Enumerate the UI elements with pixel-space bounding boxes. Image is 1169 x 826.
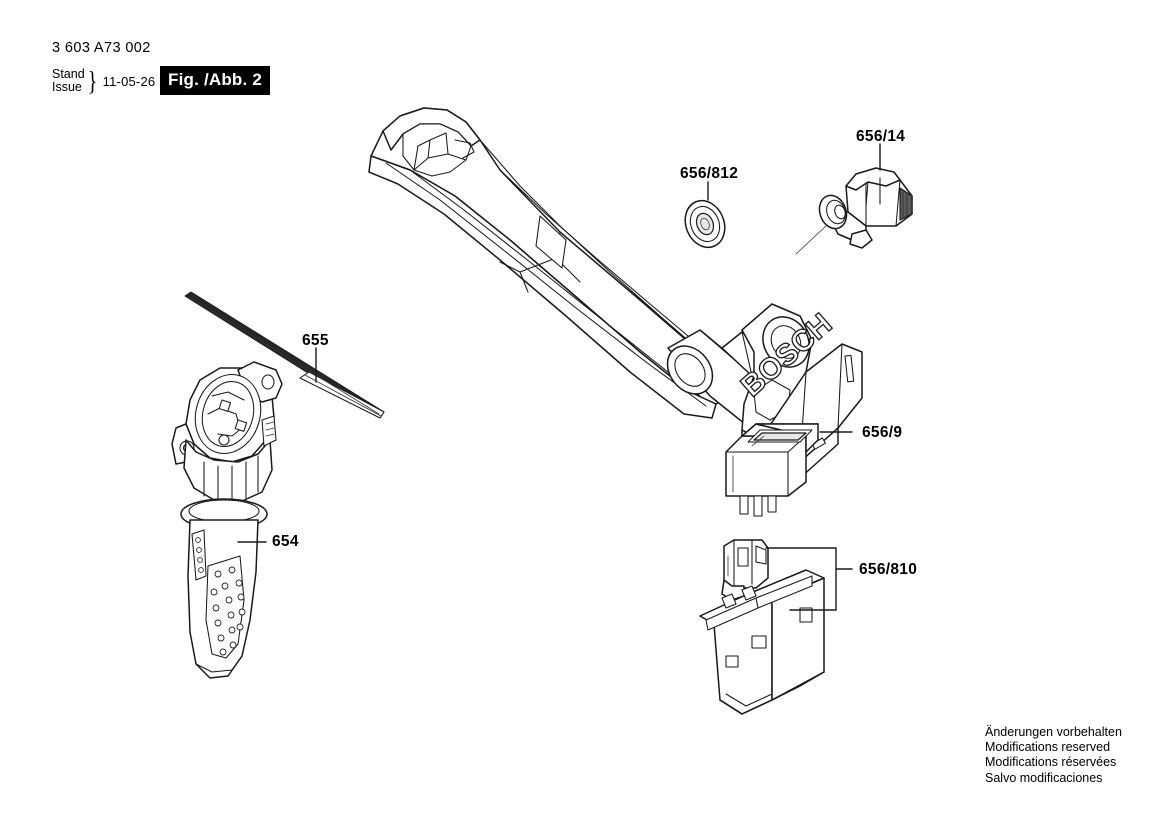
- dust-box-656-810: [699, 569, 825, 715]
- seal-washer-656-812: [684, 199, 726, 249]
- revision-label-stand: Stand: [52, 66, 85, 81]
- main-housing-shell: BOSCH: [368, 107, 863, 491]
- figure-badge: Fig. /Abb. 2: [160, 66, 271, 95]
- document-number: 3 603 A73 002: [52, 40, 151, 56]
- document-header: 3 603 A73 002 Stand Issue } 11-05-26 Fig…: [52, 40, 352, 110]
- assembly-line-clamp: [795, 225, 827, 255]
- footer-line-de: Änderungen vorbehalten: [985, 725, 1122, 739]
- depth-stop-rod-655: [184, 291, 385, 419]
- footer-line-en: Modifications reserved: [985, 740, 1111, 755]
- switch-module-656-9: [725, 423, 819, 517]
- footer-line-fr: Modifications réservées: [985, 755, 1117, 770]
- revision-date: 11-05-26: [102, 73, 156, 89]
- revision-label-issue: Issue: [52, 80, 82, 94]
- revision-row: Stand Issue } 11-05-26: [52, 66, 155, 96]
- grip-dimples: [210, 566, 246, 656]
- footer-line-es: Salvo modificaciones: [985, 770, 1103, 785]
- callout-656-812: 656/812: [680, 165, 739, 182]
- leader-656-810: [765, 547, 837, 611]
- callout-656-810: 656/810: [859, 561, 918, 578]
- document-footer: Änderungen vorbehalten Modifications res…: [985, 725, 1122, 786]
- callout-655: 655: [302, 332, 329, 349]
- brace-icon: }: [87, 66, 98, 96]
- clamp-lever-656-14: [818, 167, 913, 249]
- dust-box-clip: [721, 539, 769, 601]
- revision-labels: Stand Issue: [52, 66, 85, 95]
- auxiliary-handle-654: [171, 361, 283, 679]
- callout-656-14: 656/14: [856, 128, 906, 145]
- callout-656-9: 656/9: [862, 424, 903, 441]
- callout-654: 654: [272, 533, 299, 550]
- grip-dimples-side: [195, 537, 204, 573]
